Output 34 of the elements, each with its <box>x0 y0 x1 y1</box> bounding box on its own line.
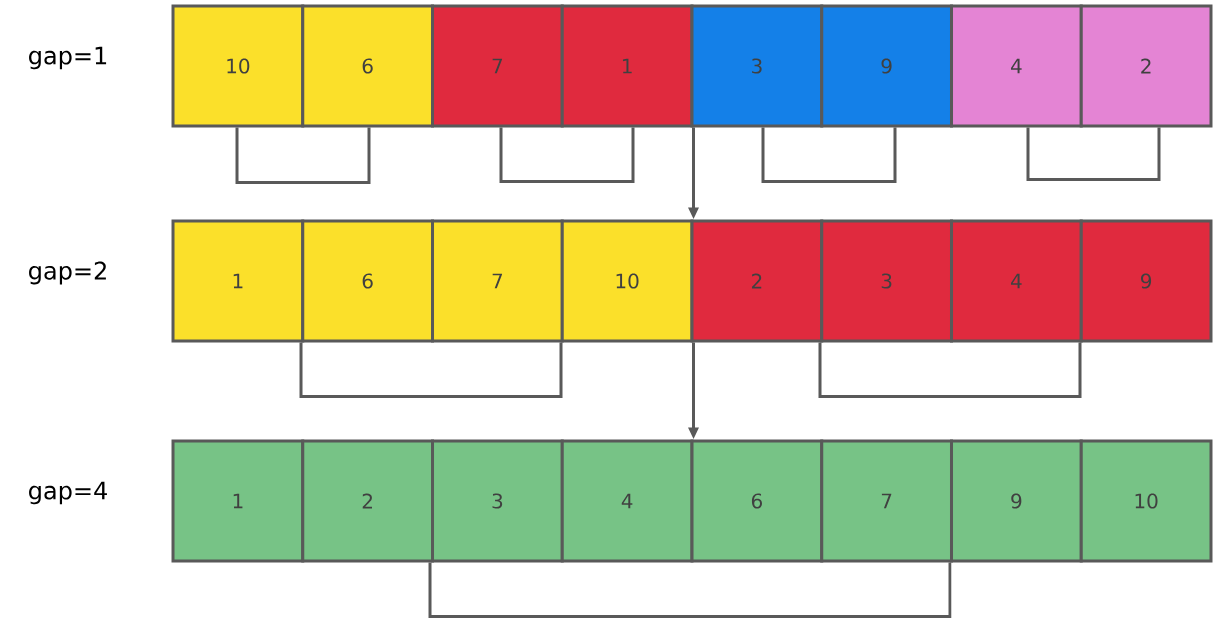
number-cell: 1 <box>171 219 305 343</box>
number-cell: 3 <box>820 219 953 343</box>
bracket <box>818 342 1082 398</box>
bracket <box>235 127 371 184</box>
number-cell: 9 <box>1079 219 1213 343</box>
number-cell: 10 <box>1079 439 1213 563</box>
number-cell: 7 <box>820 439 953 563</box>
number-cell: 4 <box>950 219 1083 343</box>
bracket <box>761 127 897 183</box>
row-label: gap=2 <box>29 261 106 285</box>
number-cell: 9 <box>950 439 1083 563</box>
number-cell: 10 <box>171 4 305 128</box>
number-cell: 2 <box>301 439 434 563</box>
number-cell: 6 <box>301 4 434 128</box>
number-cell: 4 <box>950 4 1083 128</box>
number-cell: 6 <box>690 439 824 563</box>
number-cell: 6 <box>301 219 434 343</box>
row-label: gap=4 <box>29 481 107 505</box>
number-cell: 9 <box>820 4 953 128</box>
number-cell: 10 <box>560 219 694 343</box>
number-cell: 1 <box>560 4 694 128</box>
number-cell: 2 <box>1079 4 1213 128</box>
bracket <box>1026 127 1161 181</box>
bracket <box>499 127 635 183</box>
bracket <box>428 562 952 618</box>
number-cell: 4 <box>560 439 694 563</box>
number-cell: 2 <box>690 219 824 343</box>
number-cell: 7 <box>431 4 564 128</box>
bracket <box>299 342 563 398</box>
number-cell: 1 <box>171 439 305 563</box>
number-cell: 3 <box>431 439 564 563</box>
number-cell: 7 <box>431 219 564 343</box>
number-cell: 3 <box>690 4 824 128</box>
row-label: gap=1 <box>29 46 107 70</box>
